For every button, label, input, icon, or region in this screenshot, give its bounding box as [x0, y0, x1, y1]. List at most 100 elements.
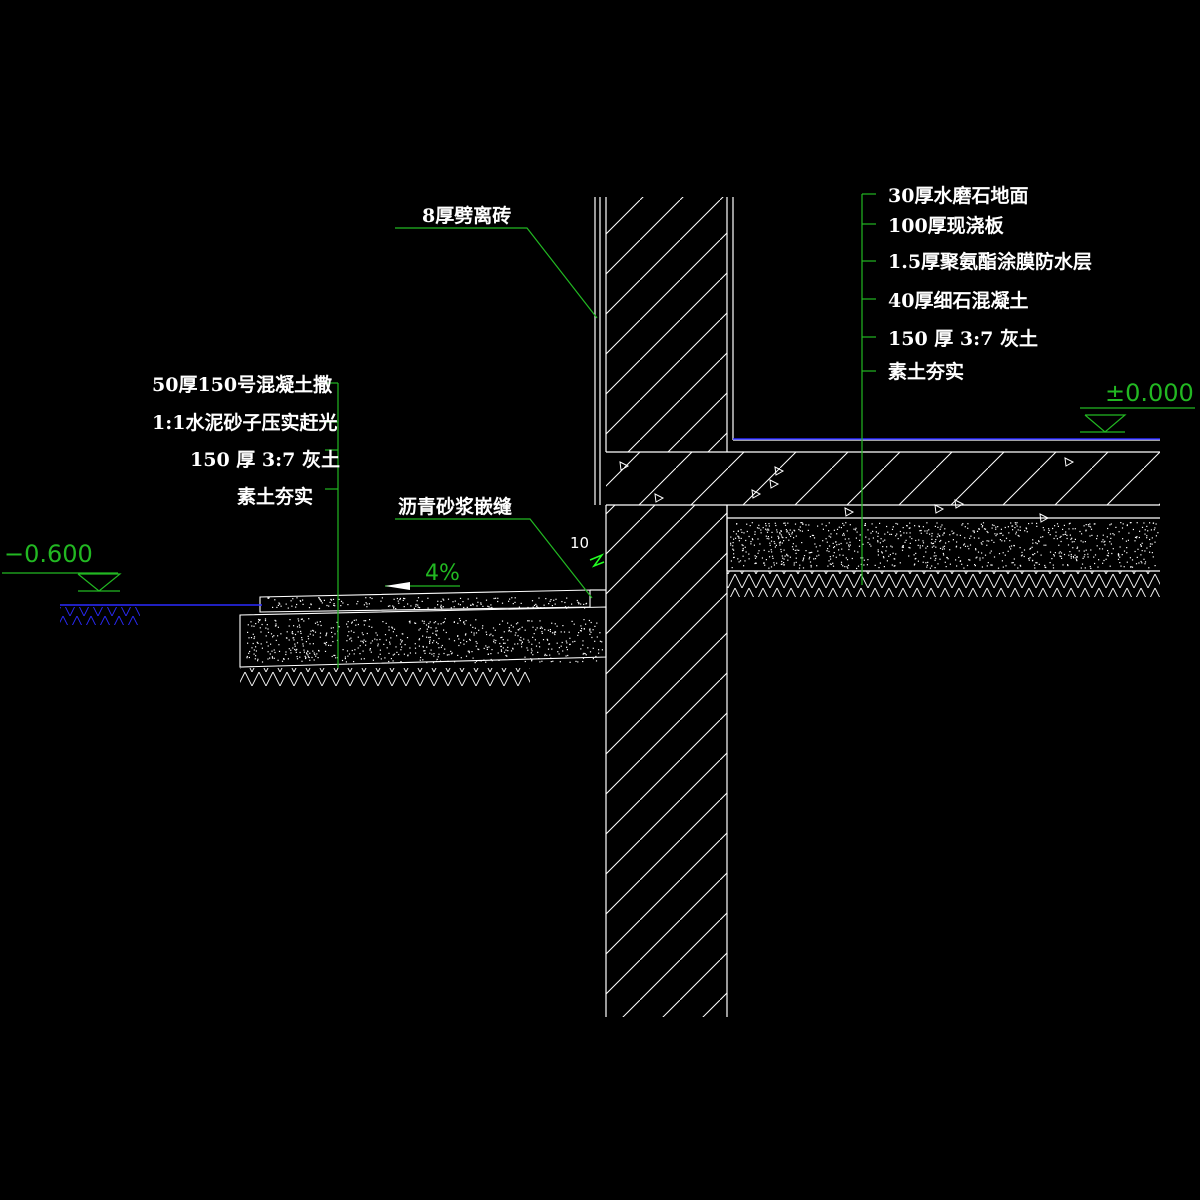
texture-dot	[833, 546, 836, 548]
texture-dot	[981, 543, 983, 545]
texture-dot	[730, 560, 732, 562]
texture-dot	[431, 653, 433, 655]
texture-dot	[530, 658, 532, 660]
texture-dot	[738, 537, 740, 539]
texture-dot	[778, 537, 780, 539]
texture-dot	[780, 530, 782, 532]
texture-dot	[549, 654, 551, 656]
texture-dot	[279, 603, 281, 605]
texture-dot	[1023, 549, 1026, 551]
texture-dot	[742, 547, 744, 550]
texture-dot	[432, 662, 435, 664]
texture-dot	[1096, 535, 1098, 537]
texture-dot	[1146, 547, 1148, 549]
texture-dot	[901, 546, 903, 548]
texture-dot	[1127, 539, 1129, 541]
texture-dot	[786, 531, 788, 533]
texture-dot	[1004, 554, 1006, 556]
texture-dot	[517, 629, 519, 631]
texture-dot	[1017, 534, 1019, 537]
texture-dot	[519, 628, 521, 630]
texture-dot	[566, 649, 568, 651]
texture-dot	[415, 652, 417, 654]
texture-dot	[973, 531, 975, 534]
texture-dot	[547, 629, 549, 631]
texture-dot	[991, 527, 993, 529]
texture-dot	[788, 532, 790, 534]
texture-dot	[377, 645, 379, 647]
texture-dot	[1000, 528, 1002, 530]
texture-dot	[426, 661, 428, 664]
texture-dot	[966, 564, 969, 567]
texture-dot	[267, 651, 269, 653]
texture-dot	[257, 642, 259, 644]
texture-dot	[261, 647, 263, 649]
texture-dot	[744, 546, 746, 548]
texture-dot	[887, 531, 889, 533]
texture-dot	[428, 626, 430, 628]
texture-dot	[1155, 523, 1157, 525]
texture-dot	[528, 641, 530, 643]
texture-dot	[934, 567, 936, 569]
texture-dot	[801, 522, 803, 524]
texture-dot	[299, 600, 301, 602]
floor-layer-1: 30厚水磨石地面	[888, 184, 1028, 207]
texture-dot	[257, 660, 259, 662]
texture-dot	[757, 552, 759, 554]
texture-dot	[438, 653, 440, 655]
texture-dot	[475, 619, 477, 621]
texture-dot	[1097, 566, 1099, 568]
texture-dot	[446, 654, 448, 656]
texture-dot	[1054, 525, 1056, 527]
texture-dot	[1110, 543, 1112, 545]
texture-dot	[967, 523, 969, 525]
texture-dot	[544, 629, 546, 631]
texture-dot	[870, 545, 872, 547]
texture-dot	[257, 658, 259, 660]
texture-dot	[931, 543, 933, 545]
texture-dot	[561, 641, 563, 644]
texture-dot	[1071, 537, 1073, 539]
texture-dot	[756, 527, 759, 529]
texture-dot	[530, 648, 533, 650]
texture-dot	[822, 528, 824, 530]
texture-dot	[399, 643, 402, 645]
texture-dot	[438, 647, 440, 649]
texture-dot	[312, 630, 315, 632]
texture-dot	[1020, 565, 1022, 567]
texture-dot	[500, 649, 502, 651]
texture-dot	[469, 638, 471, 640]
texture-dot	[580, 648, 582, 650]
texture-dot	[271, 650, 273, 652]
texture-dot	[250, 621, 252, 623]
texture-dot	[943, 545, 946, 547]
texture-dot	[250, 637, 253, 639]
texture-dot	[379, 649, 381, 651]
texture-dot	[1021, 551, 1023, 553]
texture-dot	[1023, 555, 1025, 558]
texture-dot	[949, 563, 951, 565]
texture-dot	[601, 649, 603, 651]
texture-dot	[493, 639, 495, 641]
texture-dot	[504, 642, 506, 644]
texture-dot	[368, 603, 370, 605]
texture-dot	[1019, 529, 1021, 531]
texture-dot	[436, 660, 438, 662]
texture-dot	[518, 606, 520, 608]
texture-dot	[1002, 552, 1004, 554]
texture-dot	[351, 640, 353, 642]
slope-arrow	[385, 582, 460, 590]
texture-dot	[902, 527, 904, 529]
texture-dot	[879, 542, 881, 544]
texture-dot	[980, 523, 982, 525]
texture-dot	[526, 647, 528, 649]
texture-dot	[810, 564, 812, 567]
texture-dot	[440, 604, 442, 606]
texture-dot	[507, 622, 509, 624]
texture-dot	[366, 606, 368, 608]
texture-dot	[395, 608, 397, 610]
texture-dot	[914, 525, 916, 527]
texture-dot	[846, 530, 848, 532]
texture-dot	[580, 625, 582, 627]
texture-dot	[847, 564, 850, 566]
